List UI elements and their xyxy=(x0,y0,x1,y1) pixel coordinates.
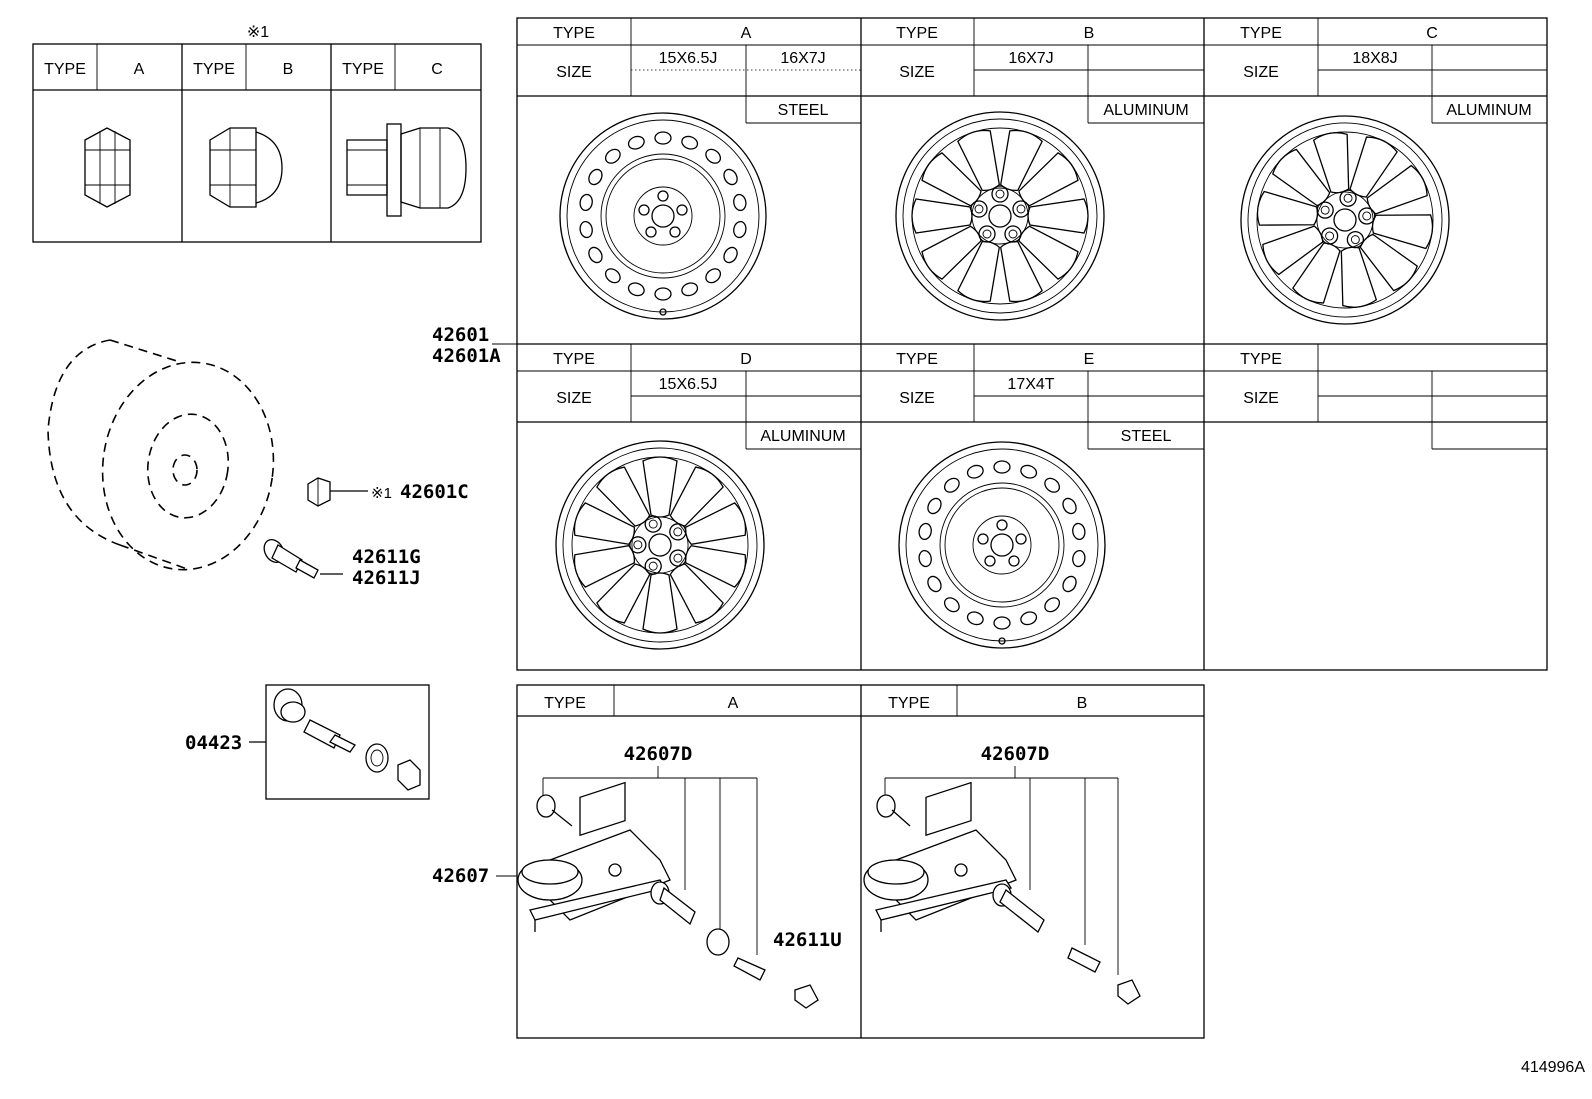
nut-c-type-label: TYPE xyxy=(342,61,384,78)
wheel-a-type-label: TYPE xyxy=(553,25,595,42)
lug-nut-a-icon xyxy=(84,127,131,208)
wheel-table: TYPE A SIZE 15X6.5J 16X7J STEEL TYPE B S… xyxy=(516,17,1548,676)
sensor-b-type-value: B xyxy=(1077,695,1088,712)
nut-a-type-value: A xyxy=(134,61,145,78)
valve-kit-parts-icon xyxy=(273,688,421,791)
wheel-c-material: ALUMINUM xyxy=(1446,102,1531,119)
callout-cap: 42611U xyxy=(773,929,842,951)
wheel-blank-size-label: SIZE xyxy=(1243,390,1279,407)
nut-table: ※1 TYPE A TYPE B TYPE C xyxy=(32,24,482,243)
callout-kit: 04423 xyxy=(185,732,242,754)
callouts: 42601 42601A ※1 42601C 42611G 42611J 044… xyxy=(185,324,1585,1076)
wheel-e-material: STEEL xyxy=(1121,428,1172,445)
callout-nut-mark: ※1 xyxy=(371,485,392,502)
wheel-c-size-label: SIZE xyxy=(1243,64,1279,81)
wheel-a-material: STEEL xyxy=(778,102,829,119)
callout-nut: 42601C xyxy=(400,481,469,503)
wheel-d-type-value: D xyxy=(740,351,752,368)
lug-nut-icon xyxy=(307,477,368,507)
wheel-c-type-value: C xyxy=(1426,25,1438,42)
wheel-d-material: ALUMINUM xyxy=(760,428,845,445)
callout-wheel-alt: 42601A xyxy=(432,345,501,367)
wheel-d-type-label: TYPE xyxy=(553,351,595,368)
sensor-table: TYPE A TYPE B 42607D 42607D xyxy=(516,684,1205,1039)
wheel-a-size1: 15X6.5J xyxy=(659,50,718,67)
alloy-wheel-d-icon xyxy=(529,414,791,676)
wheel-d-size-label: SIZE xyxy=(556,390,592,407)
callout-sensor: 42607 xyxy=(432,865,489,887)
wheel-d-size1: 15X6.5J xyxy=(659,376,718,393)
nut-a-type-label: TYPE xyxy=(44,61,86,78)
sensor-a-part: 42607D xyxy=(624,743,693,765)
wheel-a-type-value: A xyxy=(741,25,752,42)
valve-kit-box xyxy=(249,684,430,800)
wheel-a-size-label: SIZE xyxy=(556,64,592,81)
wheel-b-size1: 16X7J xyxy=(1008,50,1053,67)
sensor-b-part: 42607D xyxy=(981,743,1050,765)
wheel-e-size1: 17X4T xyxy=(1007,376,1054,393)
nut-c-type-value: C xyxy=(431,61,443,78)
wheel-c-size1: 18X8J xyxy=(1352,50,1397,67)
sensor-a-type-label: TYPE xyxy=(544,695,586,712)
wheel-e-size-label: SIZE xyxy=(899,390,935,407)
figure-id: 414996A xyxy=(1521,1059,1585,1076)
lug-nut-b-icon xyxy=(209,127,283,208)
wheel-e-type-value: E xyxy=(1084,351,1095,368)
wheel-b-type-value: B xyxy=(1084,25,1095,42)
nut-table-note: ※1 xyxy=(247,24,269,41)
callout-valve-g: 42611G xyxy=(352,546,421,568)
steel-wheel-e-icon xyxy=(898,441,1106,649)
callout-wheel: 42601 xyxy=(432,324,489,346)
valve-stem-icon xyxy=(263,539,343,579)
lug-nut-c-icon xyxy=(346,123,467,217)
tpms-sensor-b-icon xyxy=(863,781,1141,1005)
wheel-e-type-label: TYPE xyxy=(896,351,938,368)
wheel-blank-type-label: TYPE xyxy=(1240,351,1282,368)
wheel-b-material: ALUMINUM xyxy=(1103,102,1188,119)
wheel-c-type-label: TYPE xyxy=(1240,25,1282,42)
alloy-wheel-b-icon xyxy=(896,112,1104,320)
callout-valve-j: 42611J xyxy=(352,567,421,589)
wheel-a-size2: 16X7J xyxy=(780,50,825,67)
sensor-b-type-label: TYPE xyxy=(888,695,930,712)
tire-outline-icon xyxy=(47,339,275,571)
nut-b-type-value: B xyxy=(283,61,294,78)
alloy-wheel-c-icon xyxy=(1228,103,1463,338)
wheel-b-type-label: TYPE xyxy=(896,25,938,42)
sensor-a-type-value: A xyxy=(728,695,739,712)
steel-wheel-a-icon xyxy=(559,112,767,320)
tpms-sensor-a-icon xyxy=(517,781,819,1009)
nut-b-type-label: TYPE xyxy=(193,61,235,78)
wheel-b-size-label: SIZE xyxy=(899,64,935,81)
